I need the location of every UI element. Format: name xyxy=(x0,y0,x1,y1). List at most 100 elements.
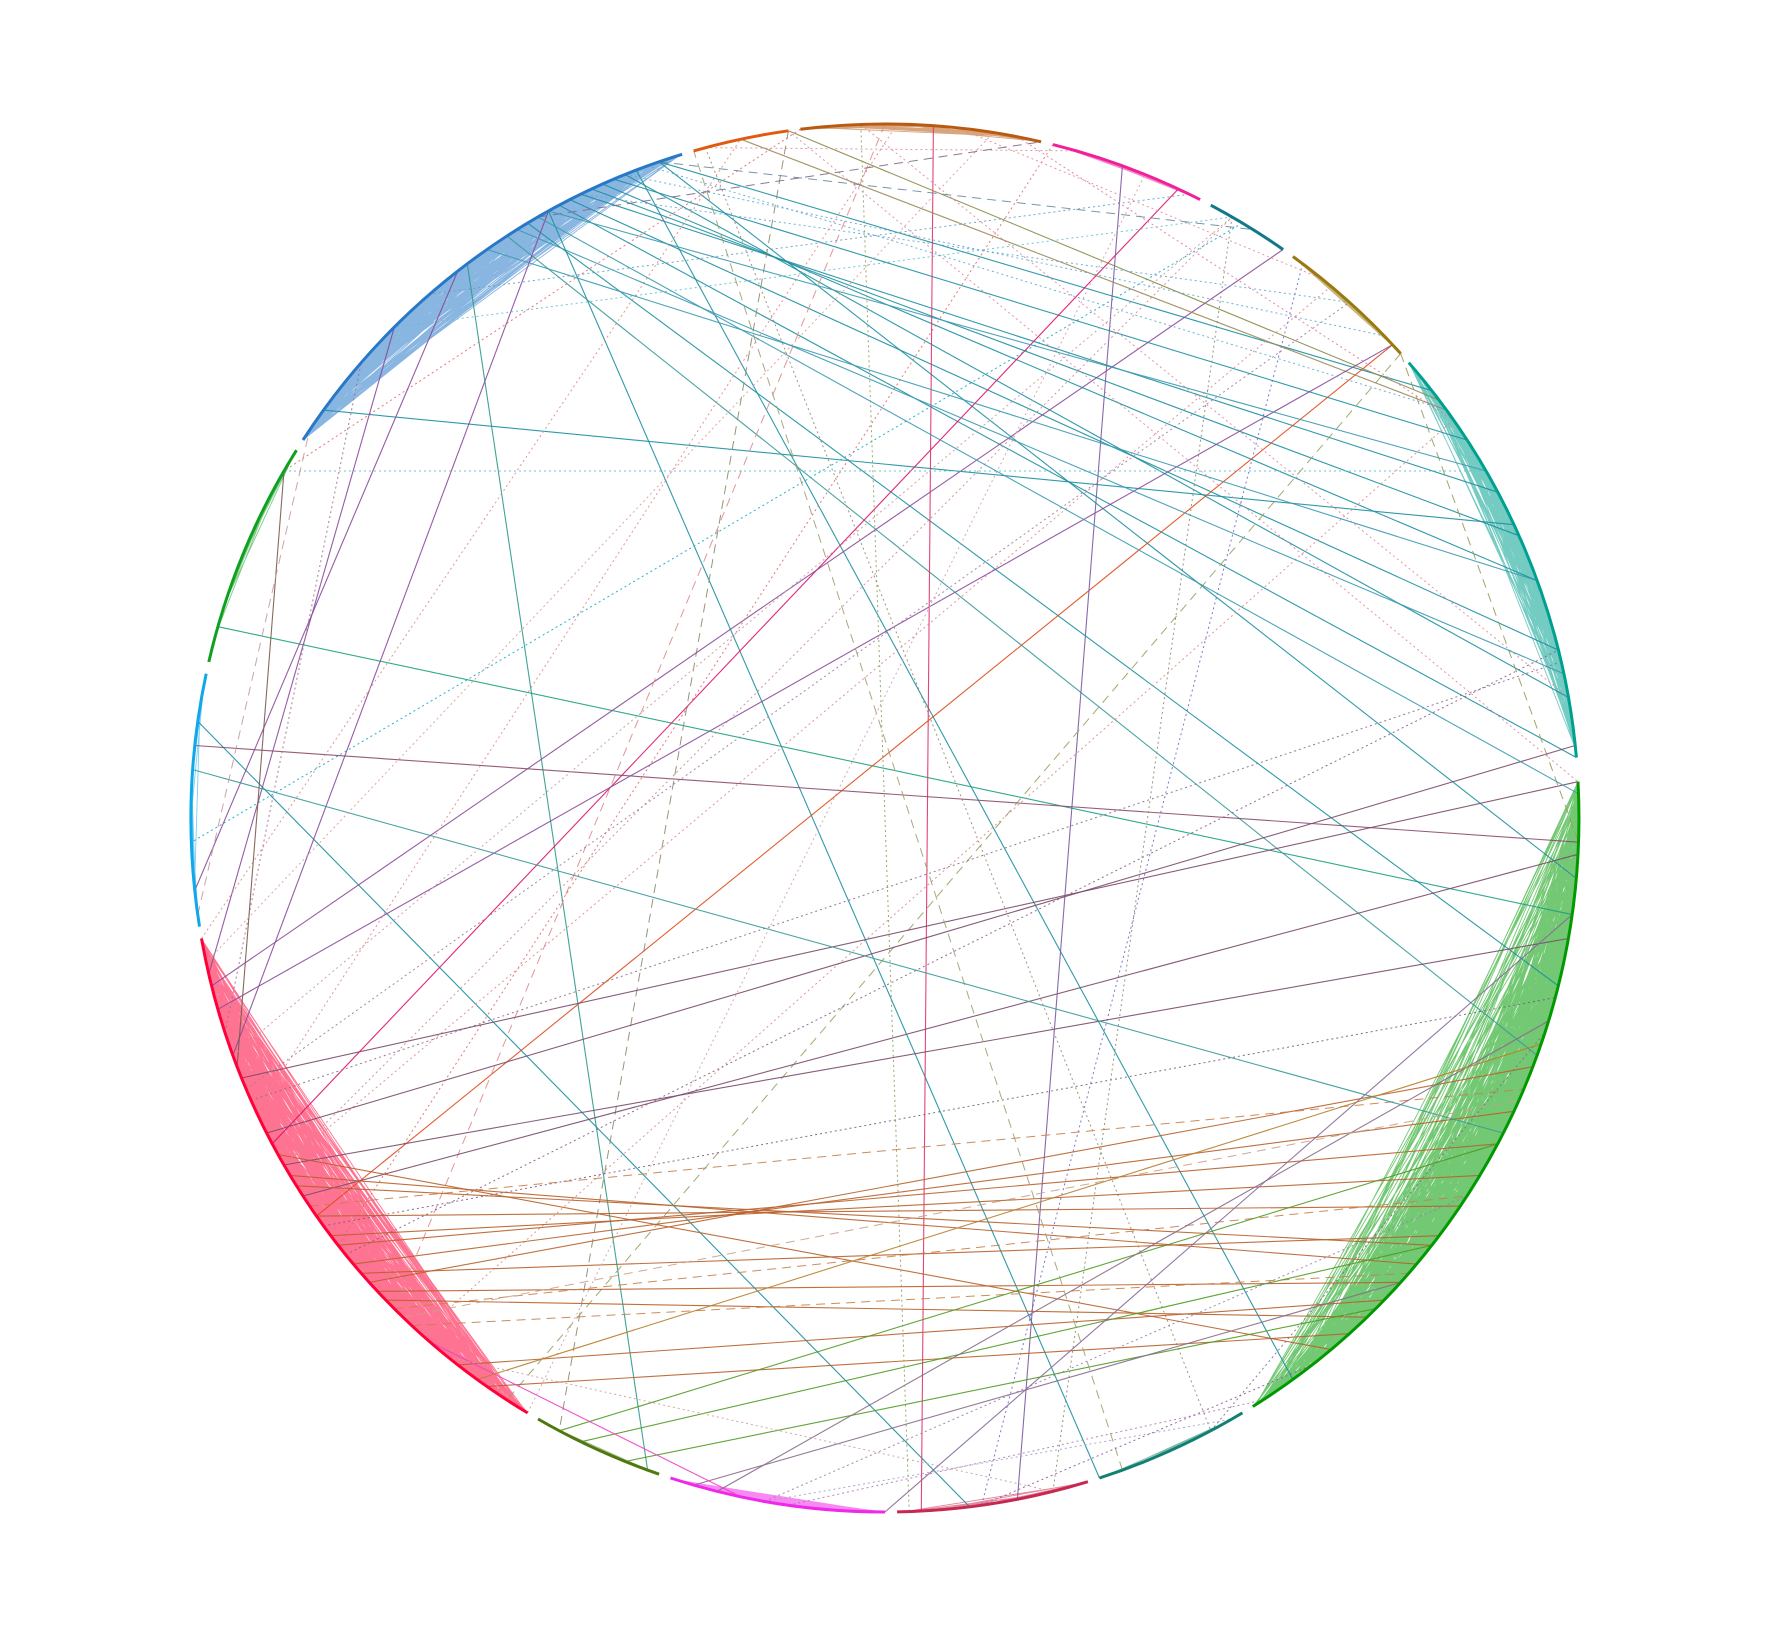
cross-link-8 xyxy=(658,161,1433,392)
cross-link-72 xyxy=(884,914,1573,1513)
cross-link-63 xyxy=(486,1333,1350,1388)
within-links-green-2 xyxy=(208,452,296,660)
cross-link-10 xyxy=(466,263,649,1471)
cross-link-59 xyxy=(411,1272,1409,1327)
cross-link-29 xyxy=(1400,353,1580,843)
group-arc-teal xyxy=(1407,361,1578,758)
cross-link-52 xyxy=(316,1205,1461,1217)
within-links-pink xyxy=(670,1477,885,1513)
cross-group-links xyxy=(191,123,1580,1513)
cross-link-74 xyxy=(693,150,1123,1471)
cross-link-84 xyxy=(205,132,994,963)
cross-link-60 xyxy=(309,1088,1524,1207)
cross-link-71 xyxy=(448,1356,1054,1492)
cross-link-30 xyxy=(704,147,1212,1431)
cross-link-42 xyxy=(266,744,1576,1134)
group-arc-brown xyxy=(800,122,1042,144)
group-arc-blue xyxy=(301,152,683,441)
cross-link-21 xyxy=(558,130,789,1431)
cross-link-50 xyxy=(338,1143,1498,1246)
cross-link-66 xyxy=(624,1308,1376,1463)
group-arc-olive xyxy=(1292,255,1402,355)
cross-link-62 xyxy=(457,1299,1385,1366)
cross-link-35 xyxy=(420,419,1454,1335)
group-arc-sky xyxy=(189,673,208,927)
cross-link-33 xyxy=(337,144,1054,1246)
cross-link-23 xyxy=(211,249,1284,987)
cross-link-31 xyxy=(283,128,801,472)
cross-link-39 xyxy=(194,744,1579,843)
cross-link-82 xyxy=(197,429,311,915)
cross-link-11 xyxy=(323,409,1515,526)
cross-link-49 xyxy=(353,1110,1515,1265)
cross-link-20 xyxy=(232,210,550,1056)
cross-link-77 xyxy=(208,327,395,975)
group-arc-pink xyxy=(670,1476,886,1514)
cross-link-4 xyxy=(569,199,1559,651)
cross-link-36 xyxy=(394,216,1233,328)
cross-link-57 xyxy=(385,1299,1368,1318)
cross-link-86 xyxy=(232,216,1233,1056)
cross-link-106 xyxy=(486,248,1538,582)
cross-link-107 xyxy=(516,228,1565,675)
cross-link-53 xyxy=(361,1235,1440,1274)
cross-link-78 xyxy=(224,362,362,1033)
cross-link-102 xyxy=(624,174,1385,337)
cross-link-56 xyxy=(377,1281,1401,1292)
cross-link-87 xyxy=(283,216,1233,1166)
cross-link-51 xyxy=(330,1174,1480,1237)
cross-link-5 xyxy=(591,188,1520,537)
cross-link-40 xyxy=(302,853,1579,1197)
cross-link-99 xyxy=(659,161,1253,230)
cross-link-47 xyxy=(217,344,1393,1010)
cross-link-32 xyxy=(393,123,886,1309)
cross-link-90 xyxy=(402,1099,1520,1318)
cross-link-80 xyxy=(192,769,1504,1134)
cross-link-70 xyxy=(429,1341,741,1498)
cross-link-100 xyxy=(705,147,1077,152)
cross-link-9 xyxy=(547,210,1101,1479)
cross-link-45 xyxy=(345,649,1559,1256)
group-arc-orange xyxy=(693,129,789,153)
group-arc-dark-olive xyxy=(537,1417,660,1476)
cross-link-108 xyxy=(537,216,1579,795)
group-arc-teal-dark xyxy=(1210,203,1284,251)
within-links-blue xyxy=(302,154,682,441)
within-links-rose xyxy=(904,1481,1087,1513)
group-arc-magenta xyxy=(1052,143,1201,201)
cross-link-81 xyxy=(236,470,285,1067)
within-group-links xyxy=(190,123,1580,1513)
group-arc-red xyxy=(200,938,529,1415)
group-arc-green xyxy=(1252,781,1581,1408)
cross-link-14 xyxy=(658,161,1577,879)
cross-link-61 xyxy=(394,1195,1468,1310)
cross-link-83 xyxy=(255,123,898,1112)
cross-link-97 xyxy=(1017,136,1454,421)
cross-link-2 xyxy=(602,183,1538,582)
cross-link-73 xyxy=(1052,216,1233,1492)
cross-link-95 xyxy=(788,130,1579,783)
cross-link-75 xyxy=(1210,1032,1546,1432)
cross-link-7 xyxy=(635,169,1294,1380)
cross-link-92 xyxy=(764,1418,1233,1502)
cross-link-104 xyxy=(647,165,1447,411)
cross-link-16 xyxy=(527,222,1559,987)
cross-link-98 xyxy=(957,127,1322,280)
cross-link-65 xyxy=(580,1244,1433,1443)
within-links-green xyxy=(1252,781,1580,1407)
cross-link-85 xyxy=(245,301,1350,1090)
cross-link-89 xyxy=(527,174,1146,1414)
cross-link-18 xyxy=(920,125,934,1512)
cross-link-15 xyxy=(506,235,1538,1056)
cross-link-64 xyxy=(559,1143,1498,1432)
cross-link-25 xyxy=(981,263,1304,1506)
cross-link-0 xyxy=(613,178,1468,441)
cross-link-58 xyxy=(277,1153,1332,1351)
group-arc-rose xyxy=(897,1480,1089,1514)
cross-link-48 xyxy=(369,1066,1534,1283)
group-arc-green-2 xyxy=(207,449,298,663)
cross-link-67 xyxy=(693,1281,1401,1486)
cross-link-3 xyxy=(624,174,1569,698)
cross-link-103 xyxy=(580,193,1350,303)
cross-link-44 xyxy=(241,781,1579,1079)
